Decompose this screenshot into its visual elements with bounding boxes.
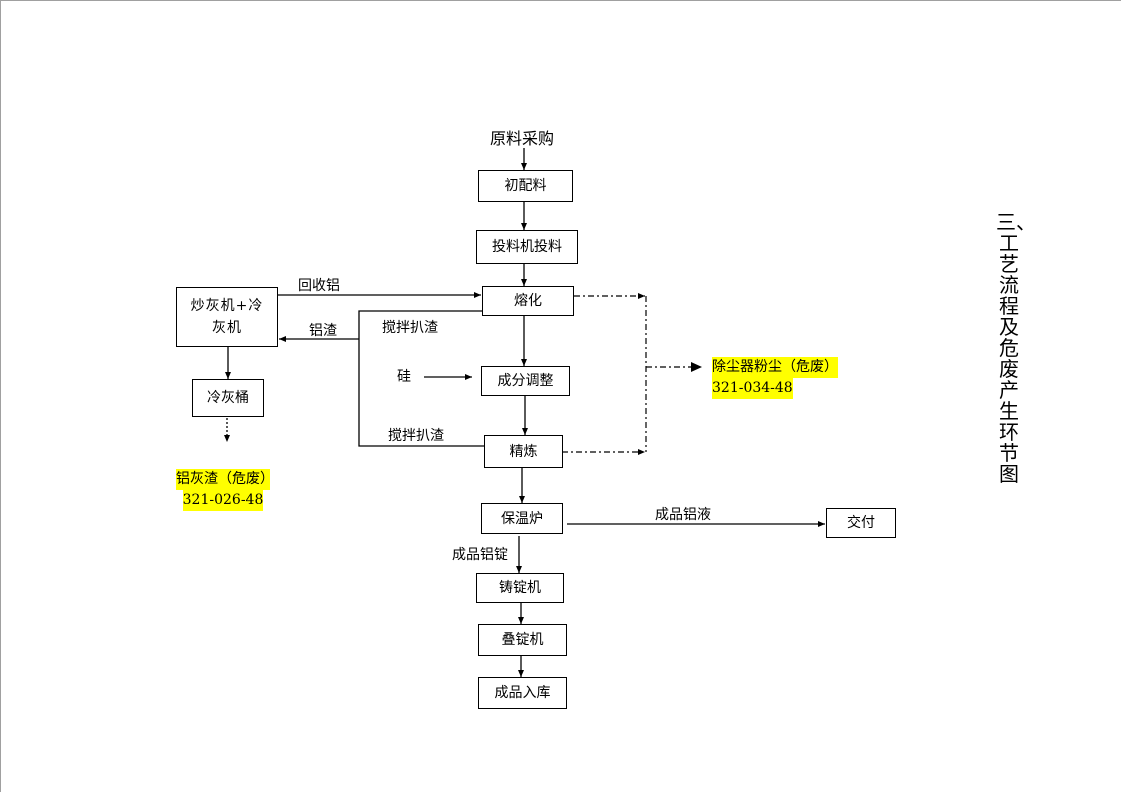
box-delivery[interactable]: 交付 xyxy=(826,508,896,538)
label-stir-skim-2: 搅拌扒渣 xyxy=(388,428,444,444)
label-stir-skim-1: 搅拌扒渣 xyxy=(382,320,438,336)
label-finished-liquid: 成品铝液 xyxy=(655,507,711,523)
label-finished-ingot: 成品铝锭 xyxy=(452,547,508,563)
label-silicon: 硅 xyxy=(397,369,411,385)
waste-dust-name: 除尘器粉尘（危废） xyxy=(712,357,838,378)
waste-dust: 除尘器粉尘（危废） 321-034-48 xyxy=(712,357,838,399)
box-warehouse[interactable]: 成品入库 xyxy=(478,677,567,709)
waste-ash: 铝灰渣（危废） 321-026-48 xyxy=(176,469,274,511)
line-slag-loop xyxy=(358,310,484,447)
box-refining[interactable]: 精炼 xyxy=(484,435,563,468)
box-holding-furnace[interactable]: 保温炉 xyxy=(481,503,563,534)
box-melting[interactable]: 熔化 xyxy=(482,286,574,316)
box-ash-machine[interactable]: 炒灰机+冷灰机 xyxy=(176,287,278,347)
start-label: 原料采购 xyxy=(490,129,555,148)
page-title: 三、工艺流程及危废产生环节图 xyxy=(996,210,1036,486)
box-ingot-caster[interactable]: 铸锭机 xyxy=(476,573,564,603)
waste-ash-code: 321-026-48 xyxy=(182,490,264,511)
label-aluminum-slag: 铝渣 xyxy=(309,323,337,339)
waste-ash-name: 铝灰渣（危废） xyxy=(176,469,274,490)
box-cooling-bucket[interactable]: 冷灰桶 xyxy=(192,379,264,417)
waste-dust-code: 321-034-48 xyxy=(712,378,793,399)
label-recycled-aluminum: 回收铝 xyxy=(298,278,340,294)
box-ingot-stacker[interactable]: 叠锭机 xyxy=(478,624,567,656)
box-composition[interactable]: 成分调整 xyxy=(481,366,570,396)
box-feeder[interactable]: 投料机投料 xyxy=(476,230,578,264)
box-initial-mixing[interactable]: 初配料 xyxy=(478,170,573,202)
